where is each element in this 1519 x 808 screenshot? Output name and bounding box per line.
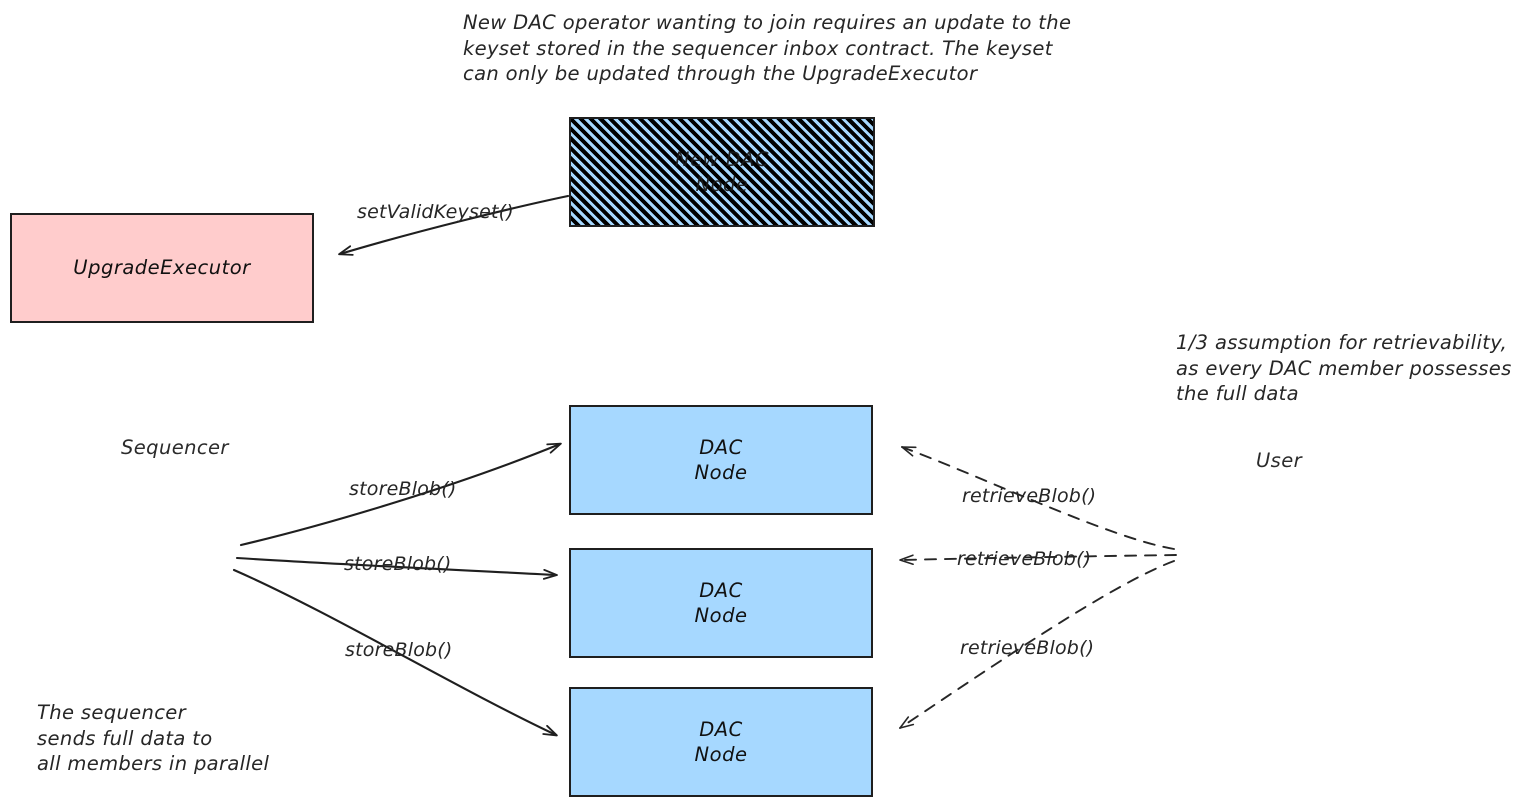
edge-label-set-valid-keyset: setValidKeyset()	[357, 201, 514, 223]
node-upgrade-executor[interactable]: UpgradeExecutor	[10, 213, 314, 323]
edge-retrieve-blob-1	[901, 446, 1175, 550]
edge-label-retrieve-blob-3: retrieveBlob()	[960, 637, 1095, 659]
edge-label-retrieve-blob-2: retrieveBlob()	[957, 548, 1092, 570]
node-dac-node-2-label: DAC Node	[694, 578, 748, 628]
note-sequencer-parallel: The sequencer sends full data to all mem…	[37, 701, 270, 776]
node-new-dac-node[interactable]: New DAC Node	[569, 117, 875, 227]
node-dac-node-1[interactable]: DAC Node	[569, 405, 873, 515]
node-dac-node-3[interactable]: DAC Node	[569, 687, 873, 797]
edge-store-blob-1	[239, 442, 562, 547]
edge-label-store-blob-2: storeBlob()	[344, 553, 452, 575]
edge-retrieve-blob-3	[899, 560, 1175, 729]
actor-user-label: User	[1256, 449, 1303, 472]
edge-store-blob-3	[232, 568, 558, 737]
node-dac-node-2[interactable]: DAC Node	[569, 548, 873, 658]
actor-sequencer-label: Sequencer	[121, 436, 229, 459]
node-new-dac-node-label: New DAC Node	[674, 147, 770, 197]
note-retrievability: 1/3 assumption for retrievability, as ev…	[1176, 331, 1512, 406]
edge-set-valid-keyset	[338, 194, 570, 256]
edge-label-retrieve-blob-1: retrieveBlob()	[962, 485, 1097, 507]
edge-label-store-blob-3: storeBlob()	[345, 639, 453, 661]
edge-retrieve-blob-2	[899, 554, 1177, 566]
edge-store-blob-2	[235, 556, 558, 580]
note-keyset-update: New DAC operator wanting to join require…	[463, 11, 1072, 86]
edge-label-store-blob-1: storeBlob()	[349, 478, 457, 500]
node-dac-node-3-label: DAC Node	[694, 717, 748, 767]
node-dac-node-1-label: DAC Node	[694, 435, 748, 485]
node-upgrade-executor-label: UpgradeExecutor	[73, 256, 251, 280]
